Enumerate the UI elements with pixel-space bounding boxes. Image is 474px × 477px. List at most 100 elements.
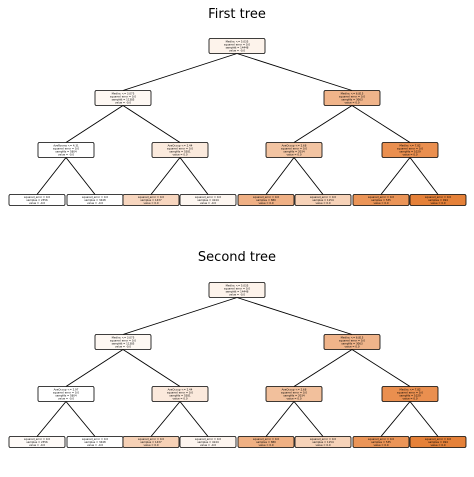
node-box (265, 386, 323, 402)
node-text-line: samples = 14448 (226, 289, 249, 293)
node-text-line: MedInc <= 3.075 (112, 91, 135, 95)
tree-edge (380, 401, 411, 437)
node-text-line: value = -0.0 (29, 201, 45, 205)
node-text-line: samples = 2034 (283, 393, 305, 397)
node-text-line: samples = 1154 (312, 198, 334, 202)
tree-edge (122, 349, 181, 387)
node-text-line: samples = 11385 (112, 341, 135, 345)
tree-edge (65, 157, 96, 195)
node-text-line: MedInc <= 7.82 (399, 143, 420, 147)
node-text-line: value = -0.0 (115, 344, 131, 348)
node-text-line: samples = 14448 (226, 45, 249, 49)
node-text-line: squared_error = 0.0 (339, 94, 365, 98)
node-text-line: samples = 494 (428, 440, 448, 444)
node-box (352, 436, 410, 448)
node-text-line: samples = 880 (256, 440, 276, 444)
node-text-line: samples = 5804 (55, 149, 77, 153)
node-text-line: squared_error = 0.0 (110, 94, 136, 98)
tree-edge (265, 401, 295, 437)
node-text-line: squared_error = 0.0 (24, 437, 50, 441)
node-text-line: samples = 1437 (140, 198, 162, 202)
node-text-line: samples = 4144 (197, 198, 219, 202)
node-text-line: value = 0.0 (402, 152, 417, 156)
tree-edge (351, 105, 411, 143)
node-text-line: samples = 5804 (55, 393, 77, 397)
node-text-line: samples = 2356 (26, 440, 48, 444)
node-text-line: samples = 3448 (84, 198, 106, 202)
node-text-line: samples = 2356 (26, 198, 48, 202)
node-box (294, 436, 352, 448)
node-text-line: squared_error = 0.0 (53, 390, 79, 394)
node-text-line: value = -0.0 (229, 48, 245, 52)
node-text-line: squared_error = 0.0 (425, 437, 451, 441)
tree-edge (293, 349, 353, 387)
node-text-line: value = 0.0 (258, 201, 273, 205)
node-text-line: MedInc <= 7.82 (399, 387, 420, 391)
node-text-line: MedInc <= 5.035 (226, 39, 249, 43)
node-text-line: value = -0.0 (87, 201, 103, 205)
node-text-line: value = 0.0 (143, 201, 158, 205)
node-text-line: squared_error = 0.0 (138, 195, 164, 199)
node-text-line: value = 0.0 (344, 100, 359, 104)
node-text-line: value = 0.0 (143, 443, 158, 447)
node-text-line: value = 0.0 (286, 152, 301, 156)
node-text-line: squared_error = 0.0 (253, 195, 279, 199)
tree-edge (179, 401, 209, 437)
node-text-line: value = 0.0 (315, 443, 330, 447)
node-text-line: samples = 494 (428, 198, 448, 202)
tree-edge (65, 349, 124, 387)
node-text-line: samples = 1029 (399, 393, 421, 397)
tree-edge (36, 401, 67, 437)
node-text-line: samples = 11385 (112, 97, 135, 101)
node-text-line: value = -0.0 (229, 292, 245, 296)
node-text-line: AveOccup <= 2.44 (168, 387, 193, 391)
node-text-line: AveOccup <= 2.44 (168, 143, 193, 147)
node-text-line: value = 0.0 (430, 201, 445, 205)
node-box (94, 334, 152, 350)
node-text-line: value = -0.0 (87, 443, 103, 447)
node-text-line: squared_error = 0.0 (224, 42, 250, 46)
tree-edge (179, 157, 209, 195)
node-text-line: squared_error = 0.0 (397, 146, 423, 150)
node-text-line: squared_error = 0.0 (53, 146, 79, 150)
node-text-line: value = 0.0 (315, 201, 330, 205)
node-text-line: value = 0.0 (402, 396, 417, 400)
node-text-line: value = 0.0 (373, 201, 388, 205)
node-text-line: value = 0.0 (373, 443, 388, 447)
tree-edge (236, 297, 353, 335)
tree-edge (150, 157, 181, 195)
tree-edge (122, 297, 238, 335)
node-text-line: squared_error = 0.0 (82, 437, 108, 441)
node-text-line: squared_error = 0.0 (397, 390, 423, 394)
node-text-line: value = 0.0 (430, 443, 445, 447)
node-text-line: value = -0.0 (58, 152, 74, 156)
node-box (237, 194, 295, 206)
node-text-line: squared_error = 0.0 (82, 195, 108, 199)
node-box (265, 142, 323, 158)
tree-edge (122, 105, 181, 143)
node-box (323, 334, 381, 350)
node-text-line: squared_error = 0.0 (425, 195, 451, 199)
node-text-line: value = 0.0 (172, 152, 187, 156)
node-text-line: samples = 4144 (197, 440, 219, 444)
second-tree-title: Second tree (198, 250, 276, 265)
node-text-line: AveOccup <= 2.68 (282, 387, 307, 391)
node-box (179, 436, 237, 448)
node-text-line: squared_error = 0.0 (339, 338, 365, 342)
node-box (352, 194, 410, 206)
